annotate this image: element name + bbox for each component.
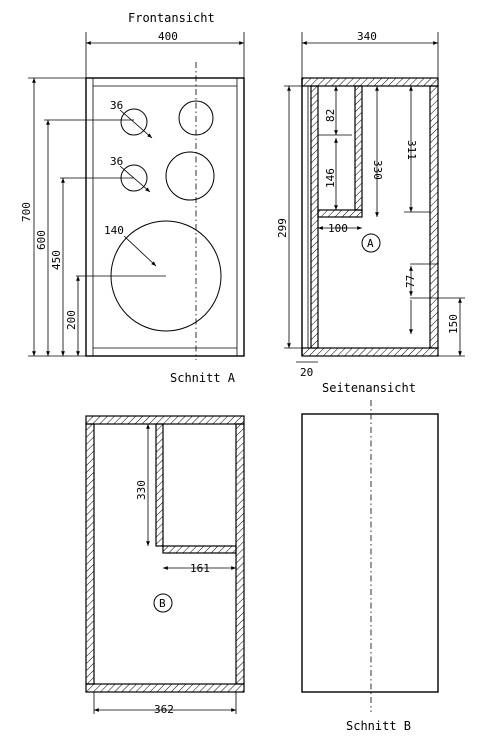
chamber-shelf: [162, 545, 237, 554]
wall-bottom: [301, 347, 439, 357]
dim-20: 20: [300, 366, 313, 379]
wall-bottom: [85, 683, 245, 693]
dim-tweeter-upper: 36: [110, 99, 123, 112]
midrange-circle: [165, 151, 215, 201]
dim-77: 77: [404, 275, 417, 288]
section-marker-b: [153, 593, 173, 613]
dim-330-b: 330: [135, 480, 148, 500]
dim-height-600: 600: [35, 230, 48, 250]
dim-front-width: 400: [158, 30, 178, 43]
section-a-view: 340 82 146 330 311 100 77 150: [170, 30, 465, 385]
section-marker-a-label: A: [367, 237, 374, 250]
dim-height-450: 450: [50, 250, 63, 270]
dim-299: 299: [276, 218, 289, 238]
leader: [123, 235, 157, 267]
front-view: Frontansicht 400 36 36 140: [20, 11, 245, 360]
dim-330: 330: [371, 160, 384, 180]
dim-82: 82: [324, 109, 337, 122]
section-b-view: 330 161 362 B: [85, 415, 245, 716]
dim-tweeter-lower: 36: [110, 155, 123, 168]
side-view-title: Seitenansicht: [322, 381, 416, 395]
chamber-wall: [354, 85, 363, 211]
section-b-title: Schnitt B: [346, 719, 411, 733]
dim-woofer: 140: [104, 224, 124, 237]
dim-100: 100: [328, 222, 348, 235]
leader: [119, 165, 151, 193]
midrange-small-circle: [178, 100, 214, 136]
leader: [119, 109, 153, 139]
section-marker-b-label: B: [159, 597, 166, 610]
dim-362: 362: [154, 703, 174, 716]
dim-161: 161: [190, 562, 210, 575]
side-panel-outline: [301, 413, 439, 693]
wall-back: [429, 85, 439, 349]
section-marker-a: [361, 233, 381, 253]
dim-146: 146: [324, 168, 337, 188]
tweeter-circle: [120, 108, 148, 136]
chamber-shelf: [317, 209, 363, 218]
wall-top: [85, 415, 245, 425]
wall-left: [85, 423, 95, 685]
wall-top: [301, 77, 439, 87]
dim-height-200: 200: [65, 310, 78, 330]
wall-right: [235, 423, 245, 685]
dim-section-a-width: 340: [357, 30, 377, 43]
chamber-wall: [155, 423, 164, 547]
dim-150: 150: [447, 314, 460, 334]
dim-311: 311: [405, 140, 418, 160]
section-a-title: Schnitt A: [170, 371, 236, 385]
front-panel-outline: [85, 77, 245, 357]
front-view-title: Frontansicht: [128, 11, 215, 25]
wall-front-inner: [310, 85, 319, 349]
dim-height-700: 700: [20, 202, 33, 222]
side-view: Seitenansicht Schnitt B: [301, 381, 439, 733]
